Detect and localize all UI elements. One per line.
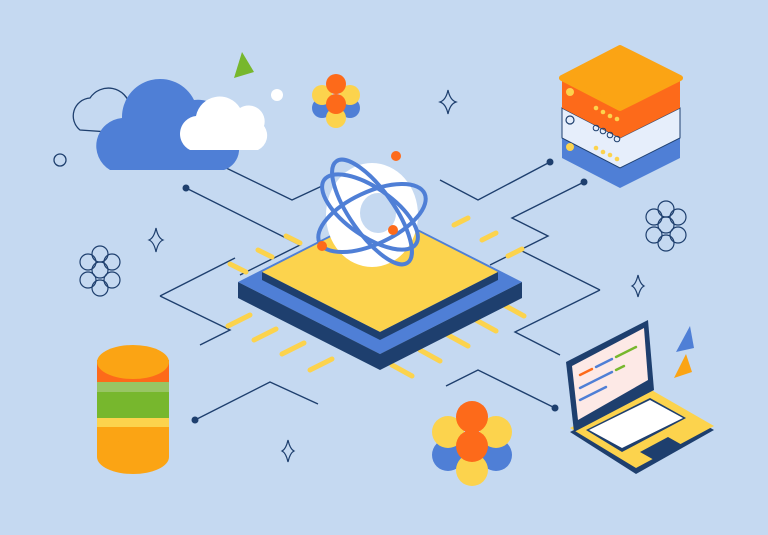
molecule-outline-left bbox=[79, 245, 121, 297]
server-stack-icon bbox=[559, 45, 683, 188]
cloud-icon bbox=[53, 52, 283, 170]
molecule-icon-top bbox=[312, 74, 360, 128]
sparkle-icons bbox=[147, 89, 646, 463]
laptop-icon bbox=[566, 320, 714, 474]
molecule-outline-right bbox=[645, 200, 687, 252]
atom-icon bbox=[316, 151, 428, 267]
molecule-icon-bottom bbox=[432, 401, 512, 486]
chip-pins bbox=[225, 215, 527, 379]
circuit-lines bbox=[159, 161, 601, 421]
database-icon bbox=[97, 345, 169, 474]
